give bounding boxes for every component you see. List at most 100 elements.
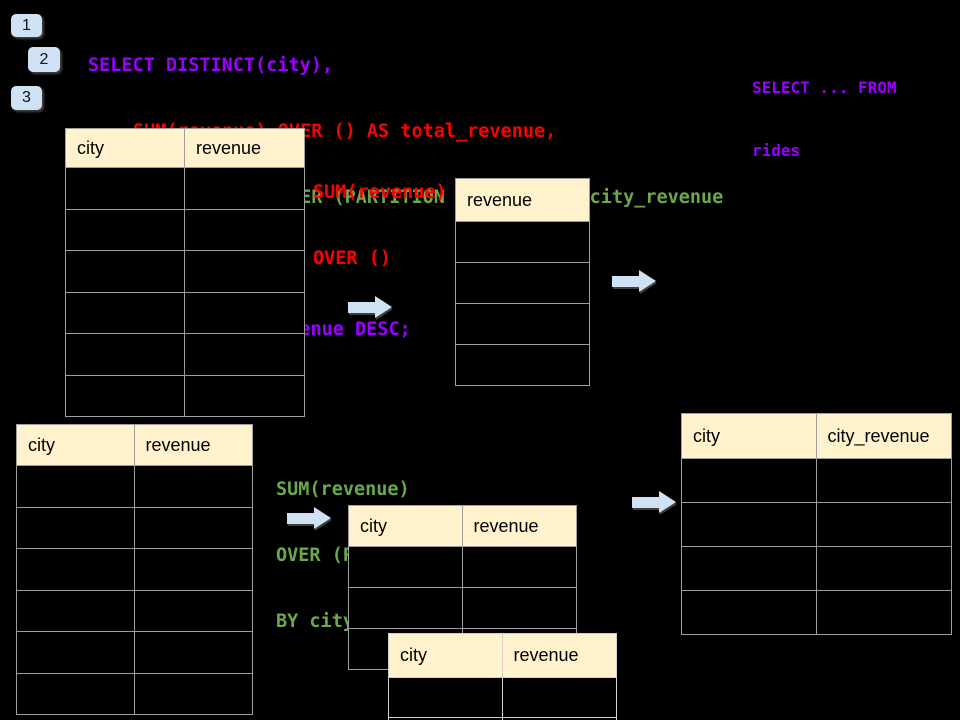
- table-cell: [462, 628, 576, 669]
- table-row: [66, 374, 304, 417]
- table-row: [456, 344, 589, 385]
- table-cell: [66, 374, 185, 416]
- side-note-line-2: rides: [752, 141, 801, 160]
- table-row: [17, 672, 252, 715]
- flow-arrow-3-icon: [287, 507, 331, 529]
- table-row: [17, 506, 252, 549]
- table-row: [389, 677, 616, 717]
- table-cell: [462, 587, 576, 628]
- table-cell: [456, 221, 589, 262]
- column-header: city: [66, 129, 185, 167]
- table-cell: [502, 717, 616, 720]
- column-header: city_revenue: [827, 425, 930, 446]
- column-header: city: [682, 414, 817, 458]
- table-cell: [389, 677, 503, 717]
- table-cell: [134, 548, 252, 590]
- arrow-head: [659, 491, 676, 513]
- table-cell: [185, 250, 304, 292]
- table-cell: [349, 546, 463, 587]
- table-cell: [134, 631, 252, 673]
- table-header-row: city city_revenue: [682, 414, 951, 458]
- table-cell: [185, 167, 304, 209]
- table-cell: [17, 506, 135, 548]
- sql-line-select: SELECT DISTINCT(city),: [88, 55, 334, 76]
- table-header-row: revenue: [456, 179, 589, 221]
- table-row: [66, 291, 304, 334]
- annotation-total-line-1: SUM(revenue): [313, 182, 447, 203]
- column-header: city: [389, 634, 503, 677]
- table-cell: [134, 465, 252, 507]
- table-row: [682, 458, 951, 502]
- table-cell: [134, 672, 252, 715]
- table-header-row: city revenue: [66, 129, 304, 167]
- flow-arrow-1-icon: [348, 296, 392, 318]
- table-cell: [816, 546, 951, 590]
- table-cell: [456, 303, 589, 344]
- table-cell: [17, 548, 135, 590]
- table-row: [682, 590, 951, 634]
- arrow-head: [375, 296, 392, 318]
- table-row: [17, 548, 252, 590]
- side-note-line-1: SELECT ... FROM: [752, 78, 897, 97]
- table-cell: [682, 502, 817, 546]
- table-row: [66, 208, 304, 250]
- column-header: revenue: [145, 434, 211, 455]
- table-cell: [17, 465, 135, 507]
- table-cell: [462, 546, 576, 587]
- table-cell: [185, 374, 304, 417]
- column-header: city: [17, 425, 135, 465]
- table-row: [456, 221, 589, 262]
- table-cell: [134, 506, 252, 549]
- table-cell: [816, 458, 951, 502]
- table-row: [66, 250, 304, 292]
- table-cell: [389, 717, 503, 720]
- table-cell: [185, 333, 304, 375]
- table-cell: [17, 672, 135, 714]
- table-header-row: city revenue: [389, 634, 616, 677]
- table-cell: [682, 546, 817, 590]
- table-cell: [185, 291, 304, 334]
- table-cell: [682, 458, 817, 502]
- arrow-body: [287, 512, 314, 524]
- flow-arrow-4-icon: [632, 491, 676, 513]
- table-header-row: city revenue: [17, 425, 252, 465]
- table-row: [17, 589, 252, 632]
- table-cell: [17, 589, 135, 631]
- table-cell: [66, 208, 185, 250]
- side-note-select-from: SELECT ... FROM rides: [752, 35, 897, 203]
- table-cell: [349, 587, 463, 628]
- table-cell: [456, 344, 589, 385]
- column-header: revenue: [196, 137, 262, 158]
- arrow-body: [612, 275, 639, 287]
- table-cell: [17, 631, 135, 673]
- arrow-body: [632, 496, 659, 508]
- table-row: [389, 717, 616, 720]
- column-header: revenue: [473, 515, 539, 536]
- table-row: [17, 631, 252, 673]
- source-table-bottom: city revenue: [16, 424, 253, 715]
- total-revenue-table: revenue: [455, 178, 590, 386]
- annotation-total-revenue: SUM(revenue) OVER (): [313, 138, 447, 314]
- table-row: [349, 546, 576, 587]
- city-revenue-result-table: city city_revenue: [681, 413, 952, 635]
- step-1-badge: 1: [11, 14, 42, 37]
- table-cell: [134, 589, 252, 632]
- arrow-body: [348, 301, 375, 313]
- arrow-head: [314, 507, 331, 529]
- table-cell: [66, 250, 185, 292]
- table-row: [682, 546, 951, 590]
- step-3-badge: 3: [11, 86, 42, 110]
- table-cell: [66, 167, 185, 209]
- table-row: [66, 167, 304, 209]
- table-cell: [66, 333, 185, 375]
- arrow-head: [639, 270, 656, 292]
- table-cell: [456, 262, 589, 303]
- partition-table-overlay: city revenue: [388, 633, 617, 720]
- table-row: [17, 465, 252, 507]
- column-header: revenue: [467, 189, 533, 210]
- column-header: revenue: [513, 645, 579, 665]
- source-table-top: city revenue: [65, 128, 305, 417]
- annotation-partition-line-1: SUM(revenue): [276, 479, 410, 500]
